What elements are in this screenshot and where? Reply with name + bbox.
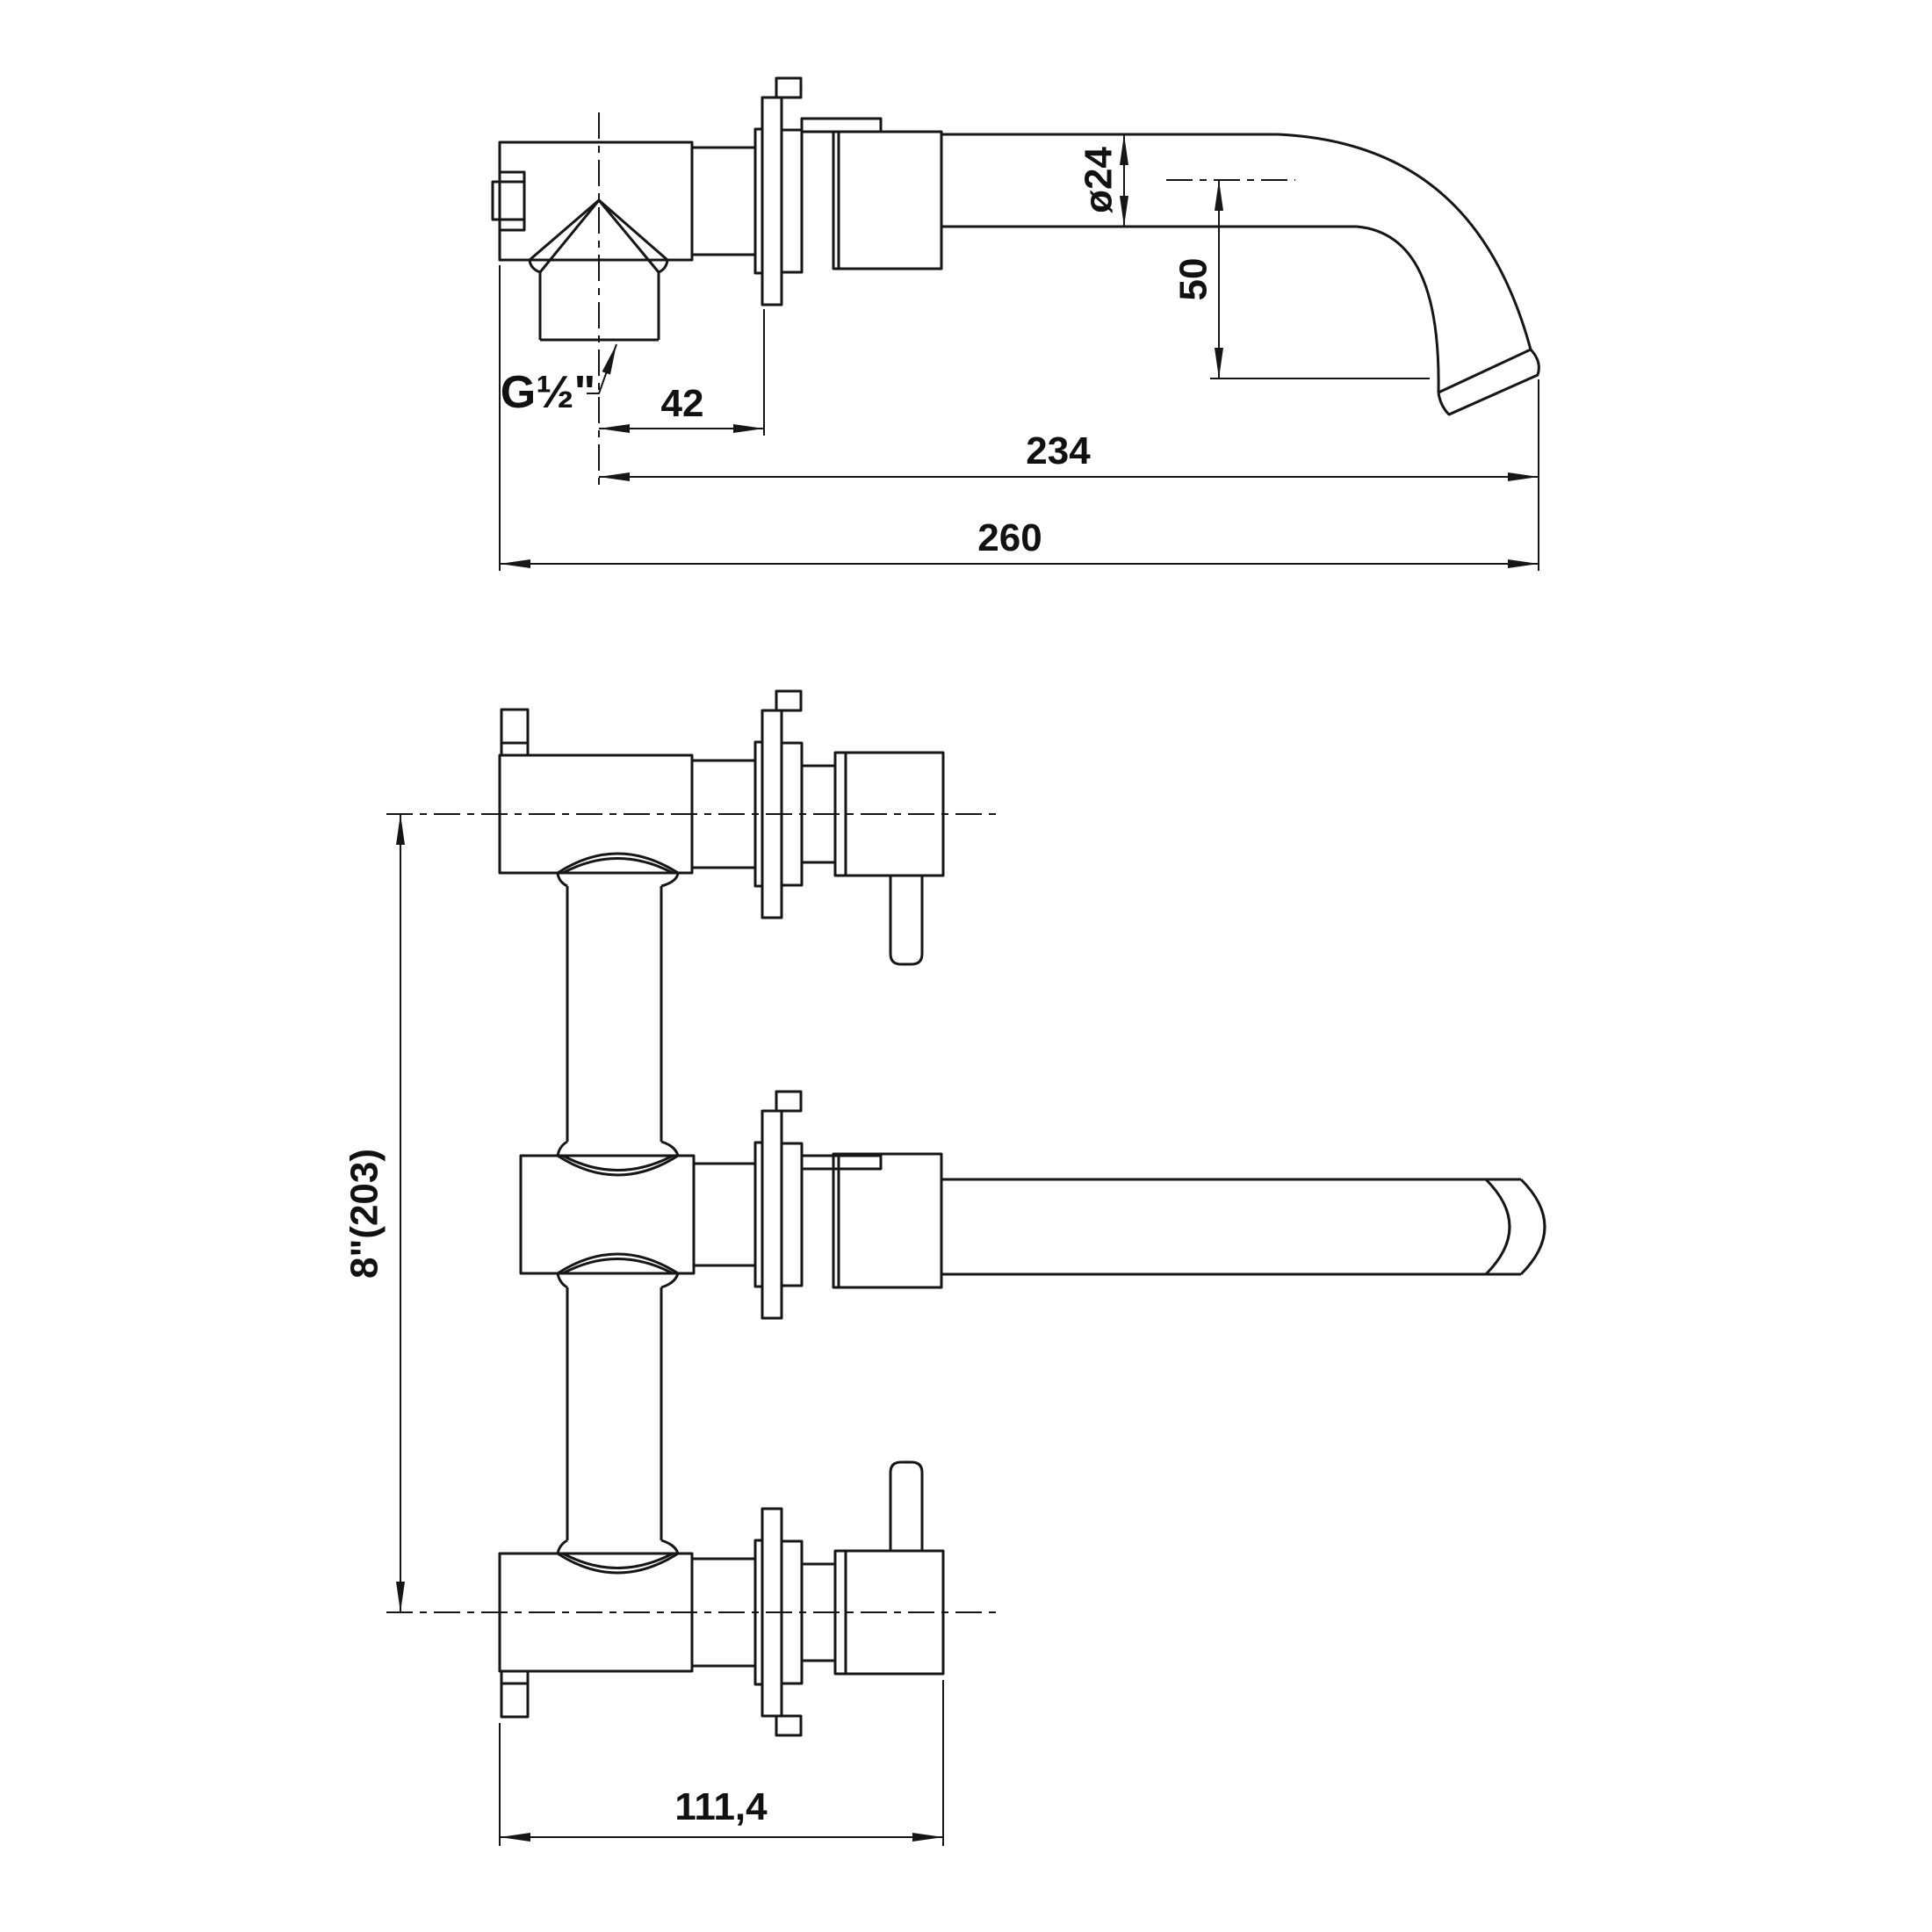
body-tube-lower: [566, 1287, 663, 1540]
dim-handle-centres: 8"(203): [343, 814, 405, 1612]
dim-spout-drop: 50: [1172, 180, 1430, 379]
bottom-valve-lever: [889, 1460, 924, 1551]
dim-text-spacing: 8"(203): [343, 1149, 386, 1279]
top-valve-lever: [889, 876, 924, 966]
dim-text-drop: 50: [1172, 258, 1215, 301]
dim-text-234: 234: [1026, 429, 1091, 472]
front-view: 8"(203) 111,4: [343, 689, 1546, 1846]
side-view: ø24 50 42 234 260 G½: [491, 76, 1540, 571]
label-text-thread: G½": [501, 367, 595, 418]
dim-spout-reach: 234: [599, 379, 1539, 484]
spout-assembly-front: [519, 1090, 1546, 1320]
valve-body-side: [491, 141, 694, 262]
dim-centre-to-wall: 42: [599, 309, 765, 436]
spout-end-cap-outer: [1519, 1178, 1546, 1276]
valve-neck: [692, 146, 755, 256]
body-tube-upper: [566, 886, 663, 1142]
dim-overall-depth: 260: [499, 265, 1539, 571]
dim-spout-diameter: ø24: [1078, 134, 1128, 227]
label-inlet-thread: G½": [501, 343, 617, 418]
dim-text-1114: 111,4: [674, 1785, 768, 1828]
top-valve: [386, 689, 997, 966]
dim-text-diameter: ø24: [1078, 147, 1121, 213]
spout-end-cap-inner: [1484, 1178, 1511, 1276]
dim-text-42: 42: [661, 382, 704, 425]
dim-body-depth: 111,4: [499, 1680, 944, 1846]
spout-side: [832, 130, 1540, 416]
dim-text-260: 260: [977, 516, 1042, 559]
bottom-valve: [386, 1460, 997, 1737]
